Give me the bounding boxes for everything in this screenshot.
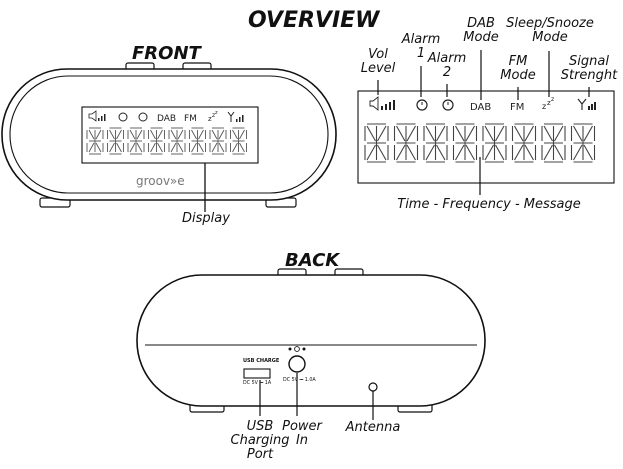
callout-usb-line1: USB [246, 419, 274, 434]
overview-title: OVERVIEW [248, 8, 380, 33]
callout-display: Display [182, 211, 230, 226]
lcd-overview-digits [364, 123, 596, 163]
lcd-digit-cell [107, 127, 124, 155]
callout-usb-line2: Charging [230, 433, 290, 448]
lcd-digit-cell [482, 123, 507, 163]
lcd-digit-cell [393, 123, 419, 163]
callout-fm-mode-line1: FM [508, 54, 528, 69]
front-display-window [81, 106, 259, 164]
callout-usb-charging-port: USB Charging Port [226, 420, 294, 462]
callout-fm-mode-line2: Mode [500, 68, 536, 83]
callout-time-frequency-message: Time - Frequency - Message [397, 197, 581, 212]
lcd-digit-cell [364, 123, 389, 163]
callout-signal-line2: Strenght [560, 68, 618, 83]
lcd-callout-lines [377, 50, 590, 195]
callout-alarm2: Alarm 2 [425, 52, 469, 80]
front-brand-logo: groov»e [136, 174, 185, 188]
callout-alarm1-line2: 1 [416, 46, 426, 61]
callout-antenna: Antenna [345, 420, 401, 435]
lcd-digit-cell [86, 127, 104, 155]
lcd-digit-cell [541, 123, 566, 163]
callout-fm-mode: FM Mode [497, 55, 539, 83]
lcd-digit-cell [452, 123, 478, 163]
back-title: BACK [285, 250, 340, 271]
callout-sleep-snooze-line1: Sleep/Snooze [506, 16, 594, 31]
callout-dab-mode-line1: DAB [467, 16, 495, 31]
lcd-digit-cell [148, 127, 165, 155]
svg-text:z: z [208, 115, 212, 123]
lcd-digit-cell [168, 127, 186, 155]
callout-power-in: Power In [279, 420, 325, 448]
callout-alarm2-line1: Alarm [427, 51, 467, 66]
svg-text:z: z [212, 112, 215, 119]
callout-dab-mode: DAB Mode [458, 17, 504, 45]
usb-port-label: USB CHARGE [243, 358, 280, 364]
callout-alarm1-line1: Alarm [401, 32, 441, 47]
front-display-icons: z z z [88, 110, 244, 123]
svg-text:z: z [542, 102, 546, 111]
svg-text:z: z [547, 99, 551, 107]
power-port-rating: DC 5V ⎓ 1.0A [283, 377, 316, 383]
front-dab-indicator: DAB [157, 114, 177, 124]
callout-alarm2-line2: 2 [442, 65, 452, 80]
front-title: FRONT [132, 43, 201, 64]
svg-text:z: z [215, 110, 218, 116]
callout-sleep-snooze-line2: Mode [532, 30, 568, 45]
usb-port [243, 368, 271, 379]
power-port [288, 355, 306, 373]
back-device [136, 268, 486, 413]
callout-signal-line1: Signal [569, 54, 609, 69]
callout-vol-level-line1: Vol [368, 47, 388, 62]
callout-vol-level: Vol Level [355, 48, 401, 76]
callout-power-line1: Power [282, 419, 322, 434]
lcd-digit-cell [511, 123, 537, 163]
lcd-digit-cell [423, 123, 448, 163]
lcd-overview-icons: z z z [369, 96, 596, 111]
callout-dab-mode-line2: Mode [463, 30, 499, 45]
callout-sleep-snooze: Sleep/Snooze Mode [506, 17, 594, 45]
callout-usb-line3: Port [246, 447, 274, 462]
svg-text:z: z [551, 96, 554, 103]
lcd-digit-cell [230, 127, 247, 155]
front-display-digits [86, 127, 247, 155]
usb-port-rating: DC 5V ⎓ 1A [243, 380, 272, 386]
callout-signal: Signal Strenght [558, 55, 620, 83]
callout-power-line2: In [295, 433, 309, 448]
lcd-digit-cell [127, 127, 145, 155]
back-callout-lines [259, 373, 374, 420]
lcd-digit-cell [570, 123, 596, 163]
lcd-fm-indicator: FM [510, 102, 524, 113]
callout-alarm1: Alarm 1 [396, 33, 446, 61]
lcd-digit-cell [189, 127, 206, 155]
lcd-overview [357, 90, 615, 184]
lcd-dab-indicator: DAB [470, 102, 491, 113]
callout-vol-level-line2: Level [360, 61, 396, 76]
lcd-digit-cell [209, 127, 227, 155]
front-fm-indicator: FM [184, 114, 197, 124]
